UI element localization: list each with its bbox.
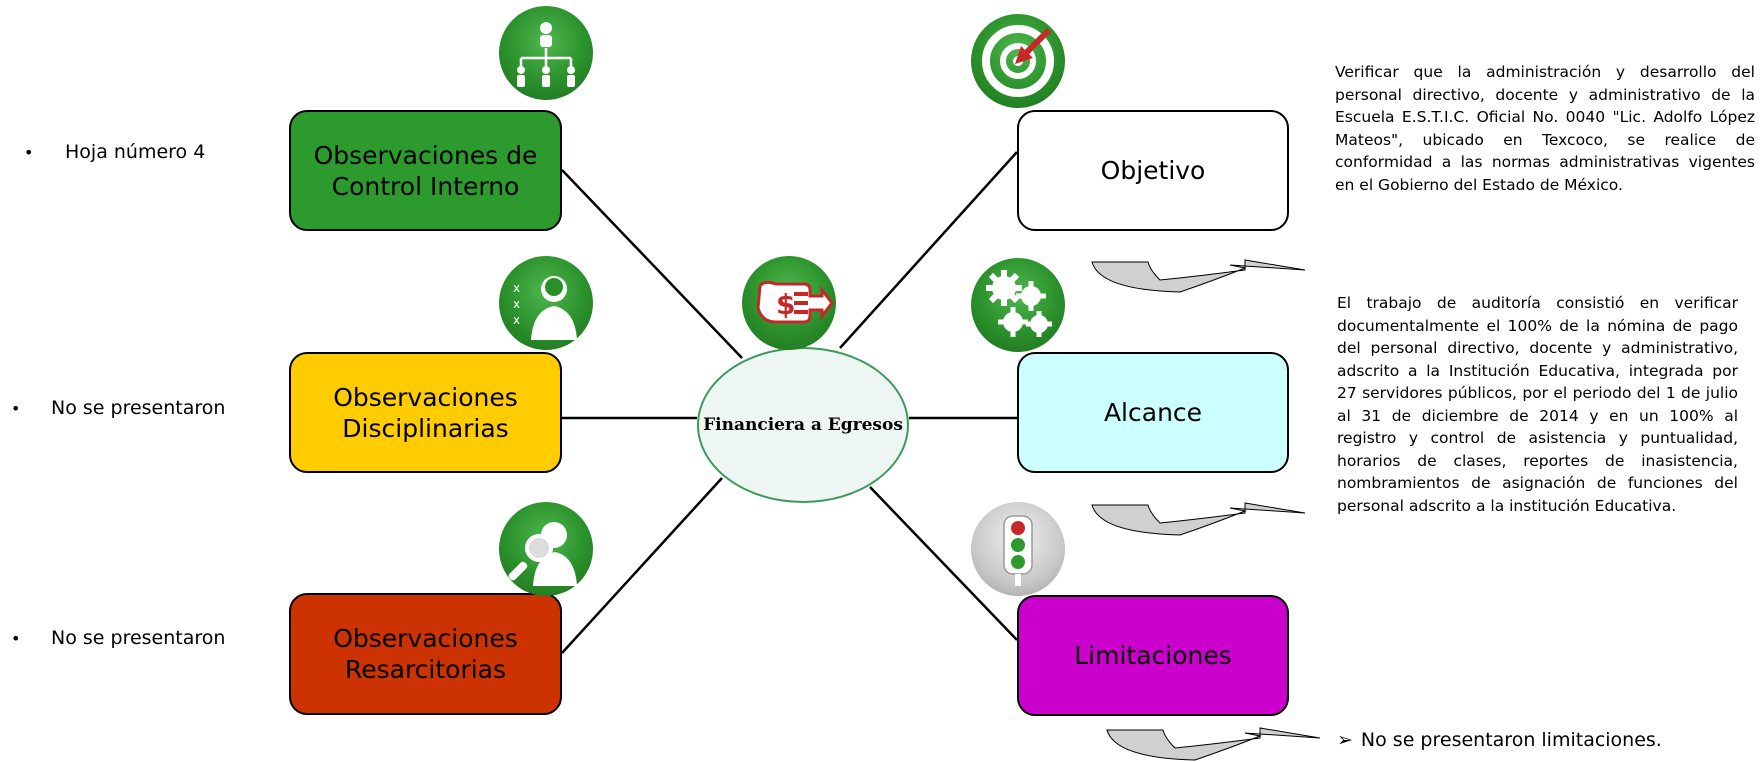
curved-arrow-obj	[1091, 259, 1306, 293]
center-node: Financiera a Egresos	[697, 347, 909, 503]
box-alcance: Alcance	[1017, 352, 1289, 473]
target-arrow-icon	[971, 14, 1065, 108]
connector-lim	[869, 486, 1018, 641]
svg-text:x: x	[513, 313, 520, 327]
curved-arrow-lim	[1106, 727, 1321, 761]
gears-icon	[971, 258, 1065, 352]
note-control-interno-text: Hoja número 4	[65, 141, 206, 163]
curved-arrow-alc	[1091, 502, 1306, 536]
center-label: Financiera a Egresos	[703, 415, 903, 435]
svg-text:x: x	[513, 281, 520, 295]
person-magnifier-icon	[499, 502, 593, 596]
org-chart-icon	[499, 6, 593, 100]
note-disciplinarias-text: No se presentaron	[51, 397, 226, 419]
person-checklist-icon: x x x	[499, 256, 593, 350]
box-observaciones-disciplinarias: Observaciones Disciplinarias	[289, 352, 562, 473]
arrow-bullet-marker: ➢	[1337, 729, 1353, 751]
limitaciones-description: ➢ No se presentaron limitaciones.	[1337, 729, 1662, 751]
note-resarcitorias-text: No se presentaron	[51, 627, 226, 649]
svg-text:$: $	[776, 288, 795, 321]
box-objetivo: Objetivo	[1017, 110, 1289, 231]
alcance-description: El trabajo de auditoría consistió en ver…	[1337, 294, 1738, 515]
box-observaciones-control-interno: Observaciones de Control Interno	[289, 110, 562, 231]
svg-text:x: x	[513, 297, 520, 311]
objetivo-description: Verificar que la administración y desarr…	[1335, 63, 1755, 194]
bullet-marker: •	[24, 142, 34, 162]
connector-resarc	[561, 477, 723, 654]
bullet-marker: •	[11, 398, 21, 418]
box-observaciones-resarcitorias: Observaciones Resarcitorias	[289, 593, 562, 715]
connector-obj	[839, 151, 1018, 349]
connector-control	[561, 169, 743, 359]
bullet-marker: •	[11, 628, 21, 648]
box-limitaciones: Limitaciones	[1017, 595, 1289, 716]
traffic-light-icon	[971, 502, 1065, 596]
limitaciones-text: No se presentaron limitaciones.	[1360, 729, 1662, 751]
hand-money-icon: $	[742, 256, 836, 350]
